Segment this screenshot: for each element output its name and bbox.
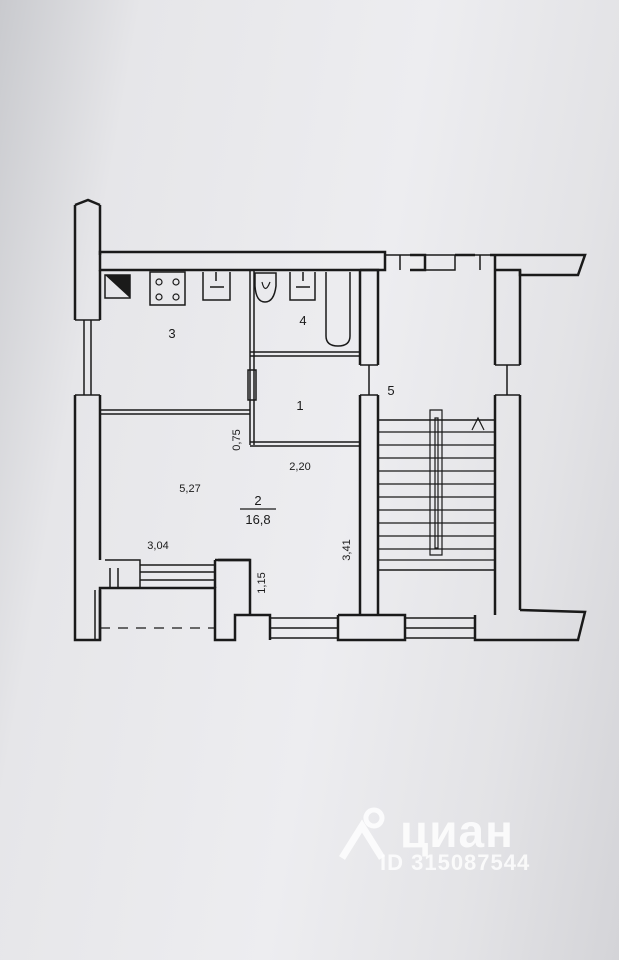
partition-bath [249,270,255,445]
stove-icon [149,271,186,306]
room-2-area: 16,8 [245,512,270,527]
door-5-left [360,364,378,396]
kitchen-sink-icon [202,272,231,301]
room-2-label: 2 [254,493,261,508]
bathtub-icon [325,272,351,347]
window-left [75,319,100,396]
partition-corridor [250,441,360,447]
door-5-right [495,364,520,396]
room-5-label: 5 [387,383,394,398]
left-wall [73,205,102,642]
dim-3-04: 3,04 [147,540,168,552]
stair-right-wall [493,268,522,615]
watermark-listing-id: ID 315087544 [380,850,531,875]
top-wall-right [410,253,587,277]
stair-arrow [471,416,485,431]
door-1 [247,369,257,401]
bottom-wall [98,558,587,642]
balcony-window [105,559,215,588]
room-4-label: 4 [299,313,306,328]
stair-rail [429,409,443,556]
location-pin-icon [339,807,385,860]
wall-cap [74,198,101,207]
dim-2-20: 2,20 [289,461,310,473]
dim-3-41: 3,41 [341,539,353,560]
top-window-right [424,254,490,271]
dim-5-27: 5,27 [179,483,200,495]
top-door-stair [385,254,410,270]
bottom-window-1 [270,617,338,639]
stair-steps [378,431,495,561]
room-1-label: 1 [296,398,303,413]
partition-kitchen [100,409,250,415]
bath-sink-icon [289,272,316,301]
dim-0-75: 0,75 [231,429,243,450]
bottom-window-2 [405,617,475,639]
toilet-icon [254,272,277,303]
room-3-label: 3 [168,326,175,341]
stair-flight [378,419,496,571]
right-of-balcony [213,558,250,588]
top-wall [98,250,387,272]
watermark-brand: циан [400,805,514,857]
dim-1-15: 1,15 [256,572,268,593]
partition-bath-bottom [250,351,360,357]
stair-left-wall [358,268,380,615]
